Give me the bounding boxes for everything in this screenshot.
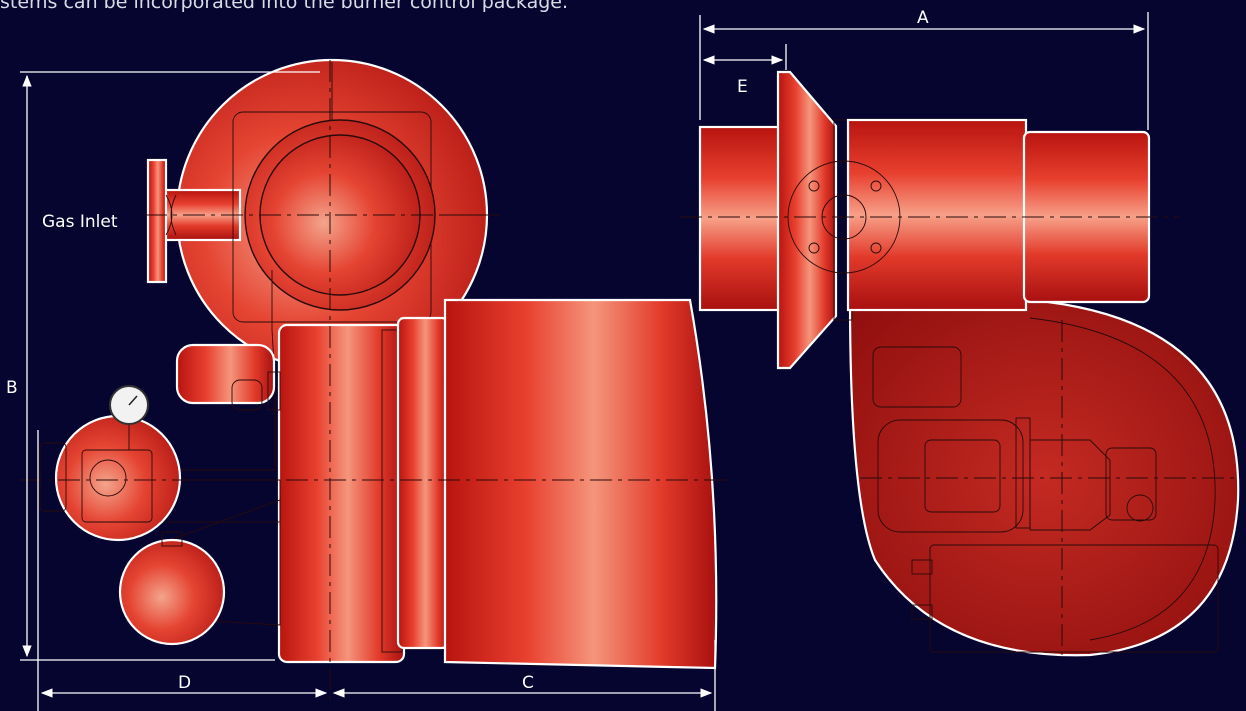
lower-tank	[118, 538, 226, 646]
fan-scroll-housing	[848, 298, 1240, 657]
air-damper	[396, 316, 450, 650]
dimension-a-label: A	[917, 8, 929, 28]
oil-pump	[81, 449, 153, 523]
dimension-d-label: D	[178, 673, 191, 693]
actuator	[175, 343, 276, 405]
right-dimensions	[699, 12, 1149, 130]
small-cylinder	[872, 346, 962, 408]
dimension-e-label: E	[737, 77, 748, 97]
dimension-c-label: C	[522, 673, 534, 693]
motor-coupling	[1029, 439, 1111, 531]
right-burner-view	[680, 70, 1240, 657]
dimension-b-label: B	[6, 378, 18, 398]
burner-body	[277, 323, 406, 664]
control-box	[929, 544, 1219, 653]
gas-inlet-flange	[146, 158, 168, 284]
pump-housing	[54, 414, 182, 542]
left-burner-view	[20, 58, 730, 705]
caption-text: stems can be incorporated into the burne…	[0, 0, 568, 13]
mounting-flange	[776, 70, 838, 370]
motor-body	[877, 419, 1024, 533]
pump-block	[1105, 447, 1157, 521]
left-dimensions	[20, 71, 716, 711]
blast-tube	[443, 298, 718, 670]
gas-inlet-label: Gas Inlet	[42, 212, 118, 232]
main-tube	[846, 118, 1028, 312]
